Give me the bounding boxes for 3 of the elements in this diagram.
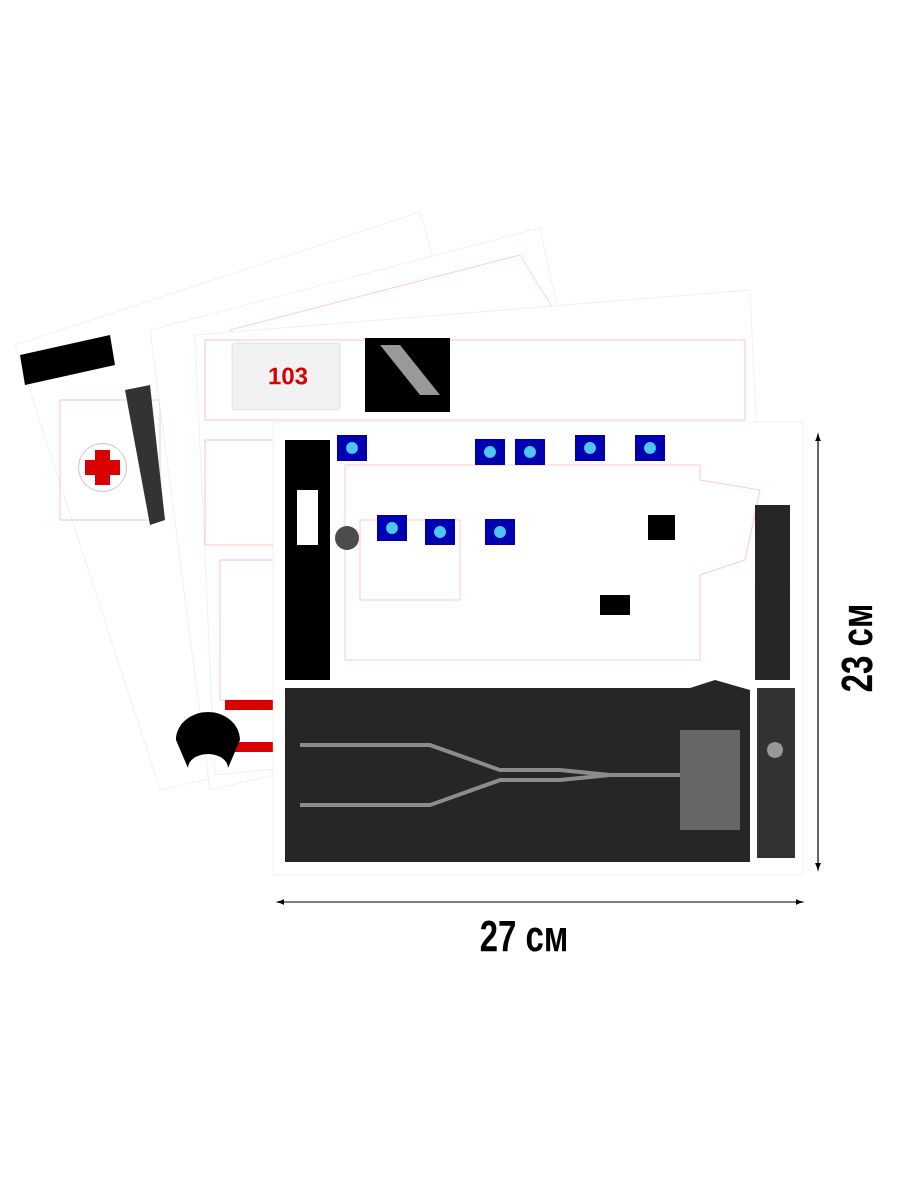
- dimension-label: 27 см: [480, 920, 566, 952]
- dimension-label: 23 см: [841, 606, 873, 692]
- part-number: 103: [269, 367, 308, 385]
